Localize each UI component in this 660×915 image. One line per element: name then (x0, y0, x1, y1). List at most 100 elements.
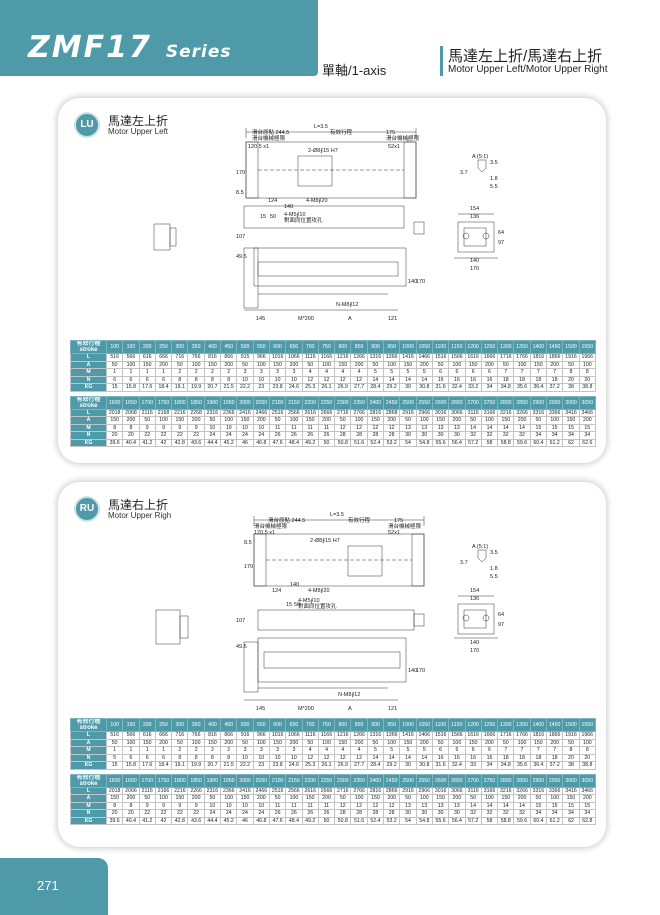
table-cell: 2966 (415, 786, 433, 795)
table-cell: 3016 (431, 408, 450, 417)
table-cell: 5 (105, 753, 124, 762)
table-cell: 24 (220, 431, 238, 440)
table-cell: 1116 (301, 353, 319, 362)
table-cell: 29.2 (383, 383, 401, 392)
dim-15: 15 (260, 214, 266, 220)
stroke-value: 100 (105, 718, 124, 732)
table-cell: 52.4 (366, 438, 385, 447)
table-cell: 150 (464, 738, 482, 747)
dim-slide-origin: 滑台原點 244.5 (268, 516, 305, 524)
table-cell: 4 (350, 368, 368, 377)
dim-107: 107 (236, 234, 245, 240)
table-cell: 1316 (366, 353, 385, 362)
table-cell: 22 (138, 809, 156, 818)
table-cell: 4 (350, 746, 368, 755)
table-cell: 16 (431, 753, 450, 762)
table-cell: 12 (383, 423, 401, 432)
table-cell: 7 (546, 368, 564, 377)
table-cell: 12 (334, 753, 352, 762)
stroke-value: 1150 (448, 718, 466, 732)
stroke-value: 1600 (105, 773, 124, 788)
table-cell: 150 (171, 416, 189, 425)
table-cell: 1016 (268, 731, 287, 740)
stroke-value: 1100 (431, 718, 450, 732)
table-cell: 23 (252, 383, 270, 392)
stroke-value: 2850 (513, 395, 531, 410)
table-cell: 200 (252, 794, 270, 803)
table-cell: 150 (366, 416, 385, 425)
table-cell: 1166 (317, 731, 336, 740)
table-cell: 2 (171, 746, 189, 755)
table-cell: 9 (171, 801, 189, 810)
table-cell: 12 (334, 423, 352, 432)
dim-107: 107 (236, 618, 245, 624)
table-cell: 21.5 (220, 761, 238, 770)
table-cell: 12 (334, 375, 352, 384)
table-cell: 1966 (578, 731, 597, 740)
dim-121: 121 (388, 706, 397, 712)
stroke-value: 1750 (154, 395, 173, 410)
table-cell: 100 (480, 416, 499, 425)
table-cell: 30 (399, 809, 417, 818)
dim-screw-note: 4-M5∮10 (298, 597, 320, 604)
table-cell: 150 (268, 360, 287, 369)
table-cell: 1266 (350, 731, 368, 740)
table-cell: 23.8 (268, 761, 287, 770)
stroke-value: 1000 (399, 340, 417, 354)
row-label: L (70, 408, 107, 417)
stroke-value: 1900 (203, 395, 222, 410)
table-cell: 6 (122, 753, 140, 762)
dim-side-170: 170 (470, 266, 479, 272)
table-cell: 38.8 (578, 383, 597, 392)
table-cell: 150 (562, 794, 580, 803)
table-cell: 55.6 (431, 816, 450, 825)
table-cell: 21.5 (220, 383, 238, 392)
table-cell: 22 (187, 431, 205, 440)
table-cell: 1966 (578, 353, 597, 362)
table-cell: 2666 (317, 408, 336, 417)
table-cell: 30 (415, 431, 433, 440)
table-cell: 3416 (562, 408, 580, 417)
table-cell: 1 (154, 746, 173, 755)
table-cell: 16 (431, 375, 450, 384)
stroke-value: 650 (285, 340, 303, 354)
table-cell: 30 (399, 431, 417, 440)
table-cell: 2566 (285, 408, 303, 417)
table-cell: 26 (285, 431, 303, 440)
table-cell: 2766 (350, 408, 368, 417)
table-cell: 34.8 (497, 383, 515, 392)
table-cell: 100 (513, 360, 531, 369)
table-cell: 100 (448, 360, 466, 369)
table-cell: 150 (529, 738, 548, 747)
stroke-value: 900 (366, 718, 385, 732)
dim-a: A (348, 706, 352, 712)
table-cell: 3216 (497, 408, 515, 417)
stroke-value: 550 (252, 340, 270, 354)
page-title-zh: 馬達左上折/馬達右上折 (448, 48, 603, 65)
table-cell: 1 (122, 368, 140, 377)
table-cell: 100 (546, 416, 564, 425)
table-cell: 100 (122, 738, 140, 747)
table-cell: 6 (431, 746, 450, 755)
table-cell: 37.2 (546, 761, 564, 770)
table-cell: 41.2 (138, 816, 156, 825)
table-cell: 11 (285, 801, 303, 810)
table-cell: 14 (497, 423, 515, 432)
table-cell: 30 (431, 431, 450, 440)
stroke-value: 2650 (448, 773, 466, 788)
dim-slide-limit-right: 滑台機械極限 (388, 522, 422, 530)
table-cell: 6 (122, 375, 140, 384)
table-cell: 59.6 (513, 438, 531, 447)
dim-49-5: 49.5 (236, 254, 247, 260)
table-cell: 22.2 (236, 761, 254, 770)
stroke-value: 700 (301, 340, 319, 354)
dim-52: 52x1 (388, 144, 400, 150)
table-cell: 16 (448, 375, 466, 384)
table-cell: 58 (480, 438, 499, 447)
table-cell: 2216 (171, 408, 189, 417)
table-cell: 32 (497, 431, 515, 440)
